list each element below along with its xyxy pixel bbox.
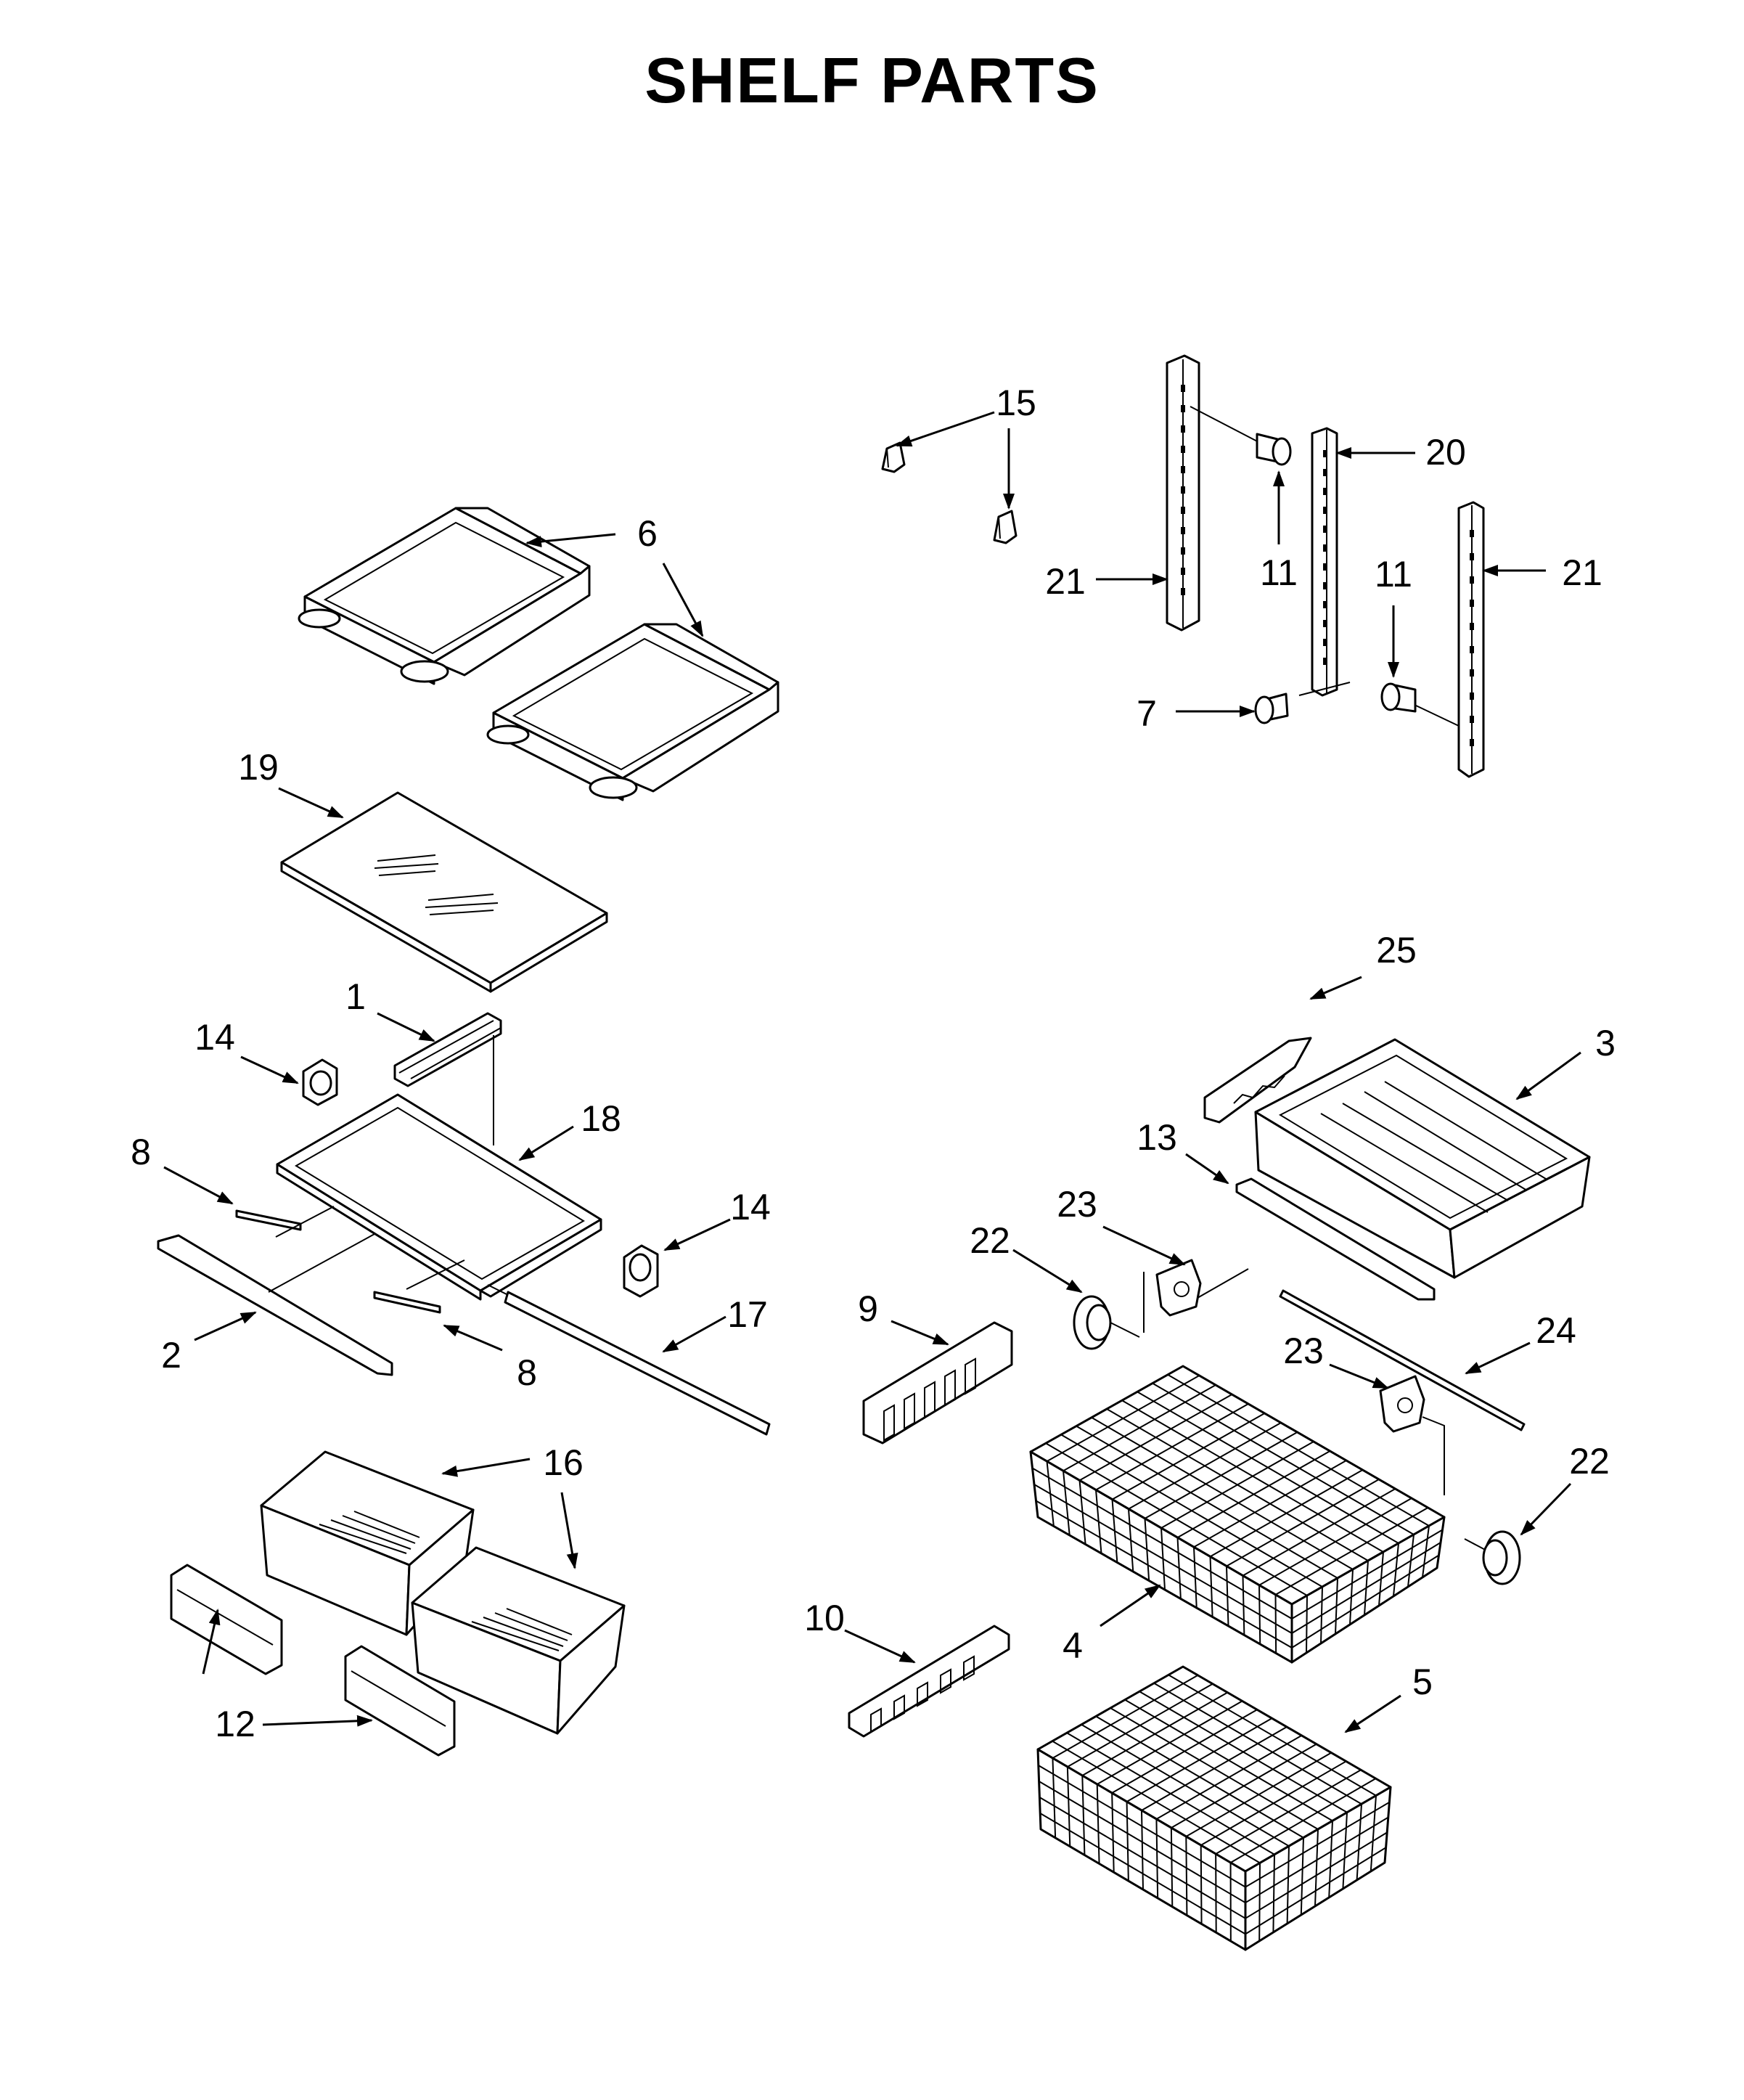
part-8-clip-b bbox=[373, 1259, 465, 1314]
callout-14b: 14 bbox=[730, 1187, 771, 1227]
leader-6a bbox=[525, 533, 616, 548]
part-21-ladder-right bbox=[1457, 501, 1485, 778]
leader-6b bbox=[662, 563, 704, 637]
leader-16b bbox=[560, 1492, 578, 1569]
leader-17 bbox=[662, 1315, 726, 1353]
part-2-trim bbox=[157, 1233, 393, 1376]
callout-6: 6 bbox=[637, 513, 658, 554]
part-11-screw-b bbox=[1380, 682, 1460, 727]
leader-14a bbox=[240, 1055, 299, 1084]
part-18-shelf-frame bbox=[276, 1035, 602, 1301]
part-22-gear-a bbox=[1073, 1295, 1140, 1350]
callout-12: 12 bbox=[215, 1704, 255, 1744]
part-6-shelf-frame-b bbox=[486, 623, 779, 801]
leader-15a bbox=[896, 411, 995, 447]
leader-13 bbox=[1185, 1153, 1229, 1185]
part-15-clip-a bbox=[881, 441, 906, 473]
callout-14a: 14 bbox=[195, 1017, 235, 1058]
callout-17: 17 bbox=[727, 1294, 768, 1335]
callout-22b: 22 bbox=[1569, 1441, 1610, 1482]
part-13-trim bbox=[1235, 1177, 1436, 1301]
callout-11b: 11 bbox=[1375, 554, 1412, 595]
callout-19: 19 bbox=[238, 747, 279, 788]
leader-10 bbox=[844, 1629, 916, 1664]
callout-10: 10 bbox=[804, 1598, 845, 1638]
part-19-glass-shelf bbox=[280, 791, 608, 993]
part-16-drawer-b bbox=[411, 1546, 626, 1735]
leader-5 bbox=[1344, 1694, 1401, 1733]
callout-9: 9 bbox=[858, 1288, 878, 1329]
leader-2 bbox=[194, 1311, 257, 1341]
part-22-gear-b bbox=[1464, 1530, 1521, 1585]
part-7-screw bbox=[1254, 682, 1351, 724]
callout-3: 3 bbox=[1595, 1023, 1616, 1063]
part-4-wire-basket bbox=[1029, 1365, 1446, 1664]
leader-22b bbox=[1520, 1482, 1572, 1536]
leader-3 bbox=[1515, 1051, 1581, 1100]
part-21-ladder-left bbox=[1166, 354, 1200, 632]
callout-11a: 11 bbox=[1260, 552, 1298, 593]
part-12-handle-b bbox=[344, 1645, 456, 1757]
part-8-clip-a bbox=[235, 1206, 335, 1238]
callout-16: 16 bbox=[543, 1442, 584, 1483]
leader-23b bbox=[1329, 1363, 1389, 1389]
part-24-rod bbox=[1279, 1289, 1526, 1431]
part-10-divider bbox=[848, 1625, 1010, 1738]
part-23-bracket-a bbox=[1143, 1259, 1249, 1333]
leader-1 bbox=[377, 1012, 435, 1042]
part-15-clip-b bbox=[993, 510, 1018, 544]
callout-25: 25 bbox=[1376, 930, 1417, 971]
callout-8b: 8 bbox=[517, 1352, 537, 1393]
diagram-title: SHELF PARTS bbox=[644, 44, 1100, 116]
callout-22a: 22 bbox=[970, 1220, 1010, 1261]
leader-8a bbox=[163, 1166, 234, 1205]
part-14-end-cap-b bbox=[623, 1244, 659, 1298]
part-23-bracket-b bbox=[1379, 1375, 1445, 1495]
part-5-wire-basket bbox=[1036, 1665, 1392, 1951]
callout-7: 7 bbox=[1137, 693, 1157, 734]
part-11-screw-a bbox=[1190, 406, 1292, 466]
callout-24: 24 bbox=[1536, 1310, 1576, 1351]
leader-24 bbox=[1465, 1341, 1531, 1375]
callout-8a: 8 bbox=[131, 1132, 151, 1172]
leader-22a bbox=[1012, 1249, 1083, 1294]
leader-12a bbox=[202, 1609, 221, 1675]
leader-16a bbox=[441, 1458, 531, 1477]
leader-18 bbox=[518, 1125, 574, 1161]
leader-4 bbox=[1100, 1584, 1161, 1627]
part-6-shelf-frame-a bbox=[298, 507, 591, 685]
part-20-ladder-center bbox=[1311, 427, 1338, 697]
leader-8b bbox=[443, 1324, 503, 1352]
part-1-rail bbox=[393, 1012, 502, 1087]
part-25-cover bbox=[1203, 1037, 1312, 1124]
callout-20: 20 bbox=[1425, 432, 1466, 473]
leader-9 bbox=[891, 1320, 949, 1346]
callout-1: 1 bbox=[345, 976, 366, 1017]
callout-21a: 21 bbox=[1045, 561, 1086, 602]
part-9-divider bbox=[862, 1321, 1013, 1445]
leader-12b bbox=[262, 1715, 373, 1727]
callout-5: 5 bbox=[1412, 1662, 1433, 1702]
callout-21b: 21 bbox=[1562, 552, 1602, 593]
leader-19 bbox=[278, 787, 344, 819]
callout-2: 2 bbox=[161, 1335, 181, 1376]
callout-15: 15 bbox=[996, 383, 1036, 423]
callout-18: 18 bbox=[581, 1098, 621, 1139]
part-3-pan bbox=[1254, 1038, 1591, 1279]
callout-4: 4 bbox=[1063, 1625, 1083, 1666]
callout-13: 13 bbox=[1137, 1117, 1177, 1158]
leader-25 bbox=[1309, 976, 1362, 1000]
part-14-end-cap-a bbox=[302, 1058, 338, 1106]
part-17-rod bbox=[487, 1284, 771, 1436]
leader-14b bbox=[663, 1218, 731, 1251]
callout-23b: 23 bbox=[1283, 1331, 1324, 1371]
part-12-handle-a bbox=[170, 1564, 283, 1675]
leader-23a bbox=[1102, 1225, 1186, 1266]
callout-23a: 23 bbox=[1057, 1184, 1097, 1225]
